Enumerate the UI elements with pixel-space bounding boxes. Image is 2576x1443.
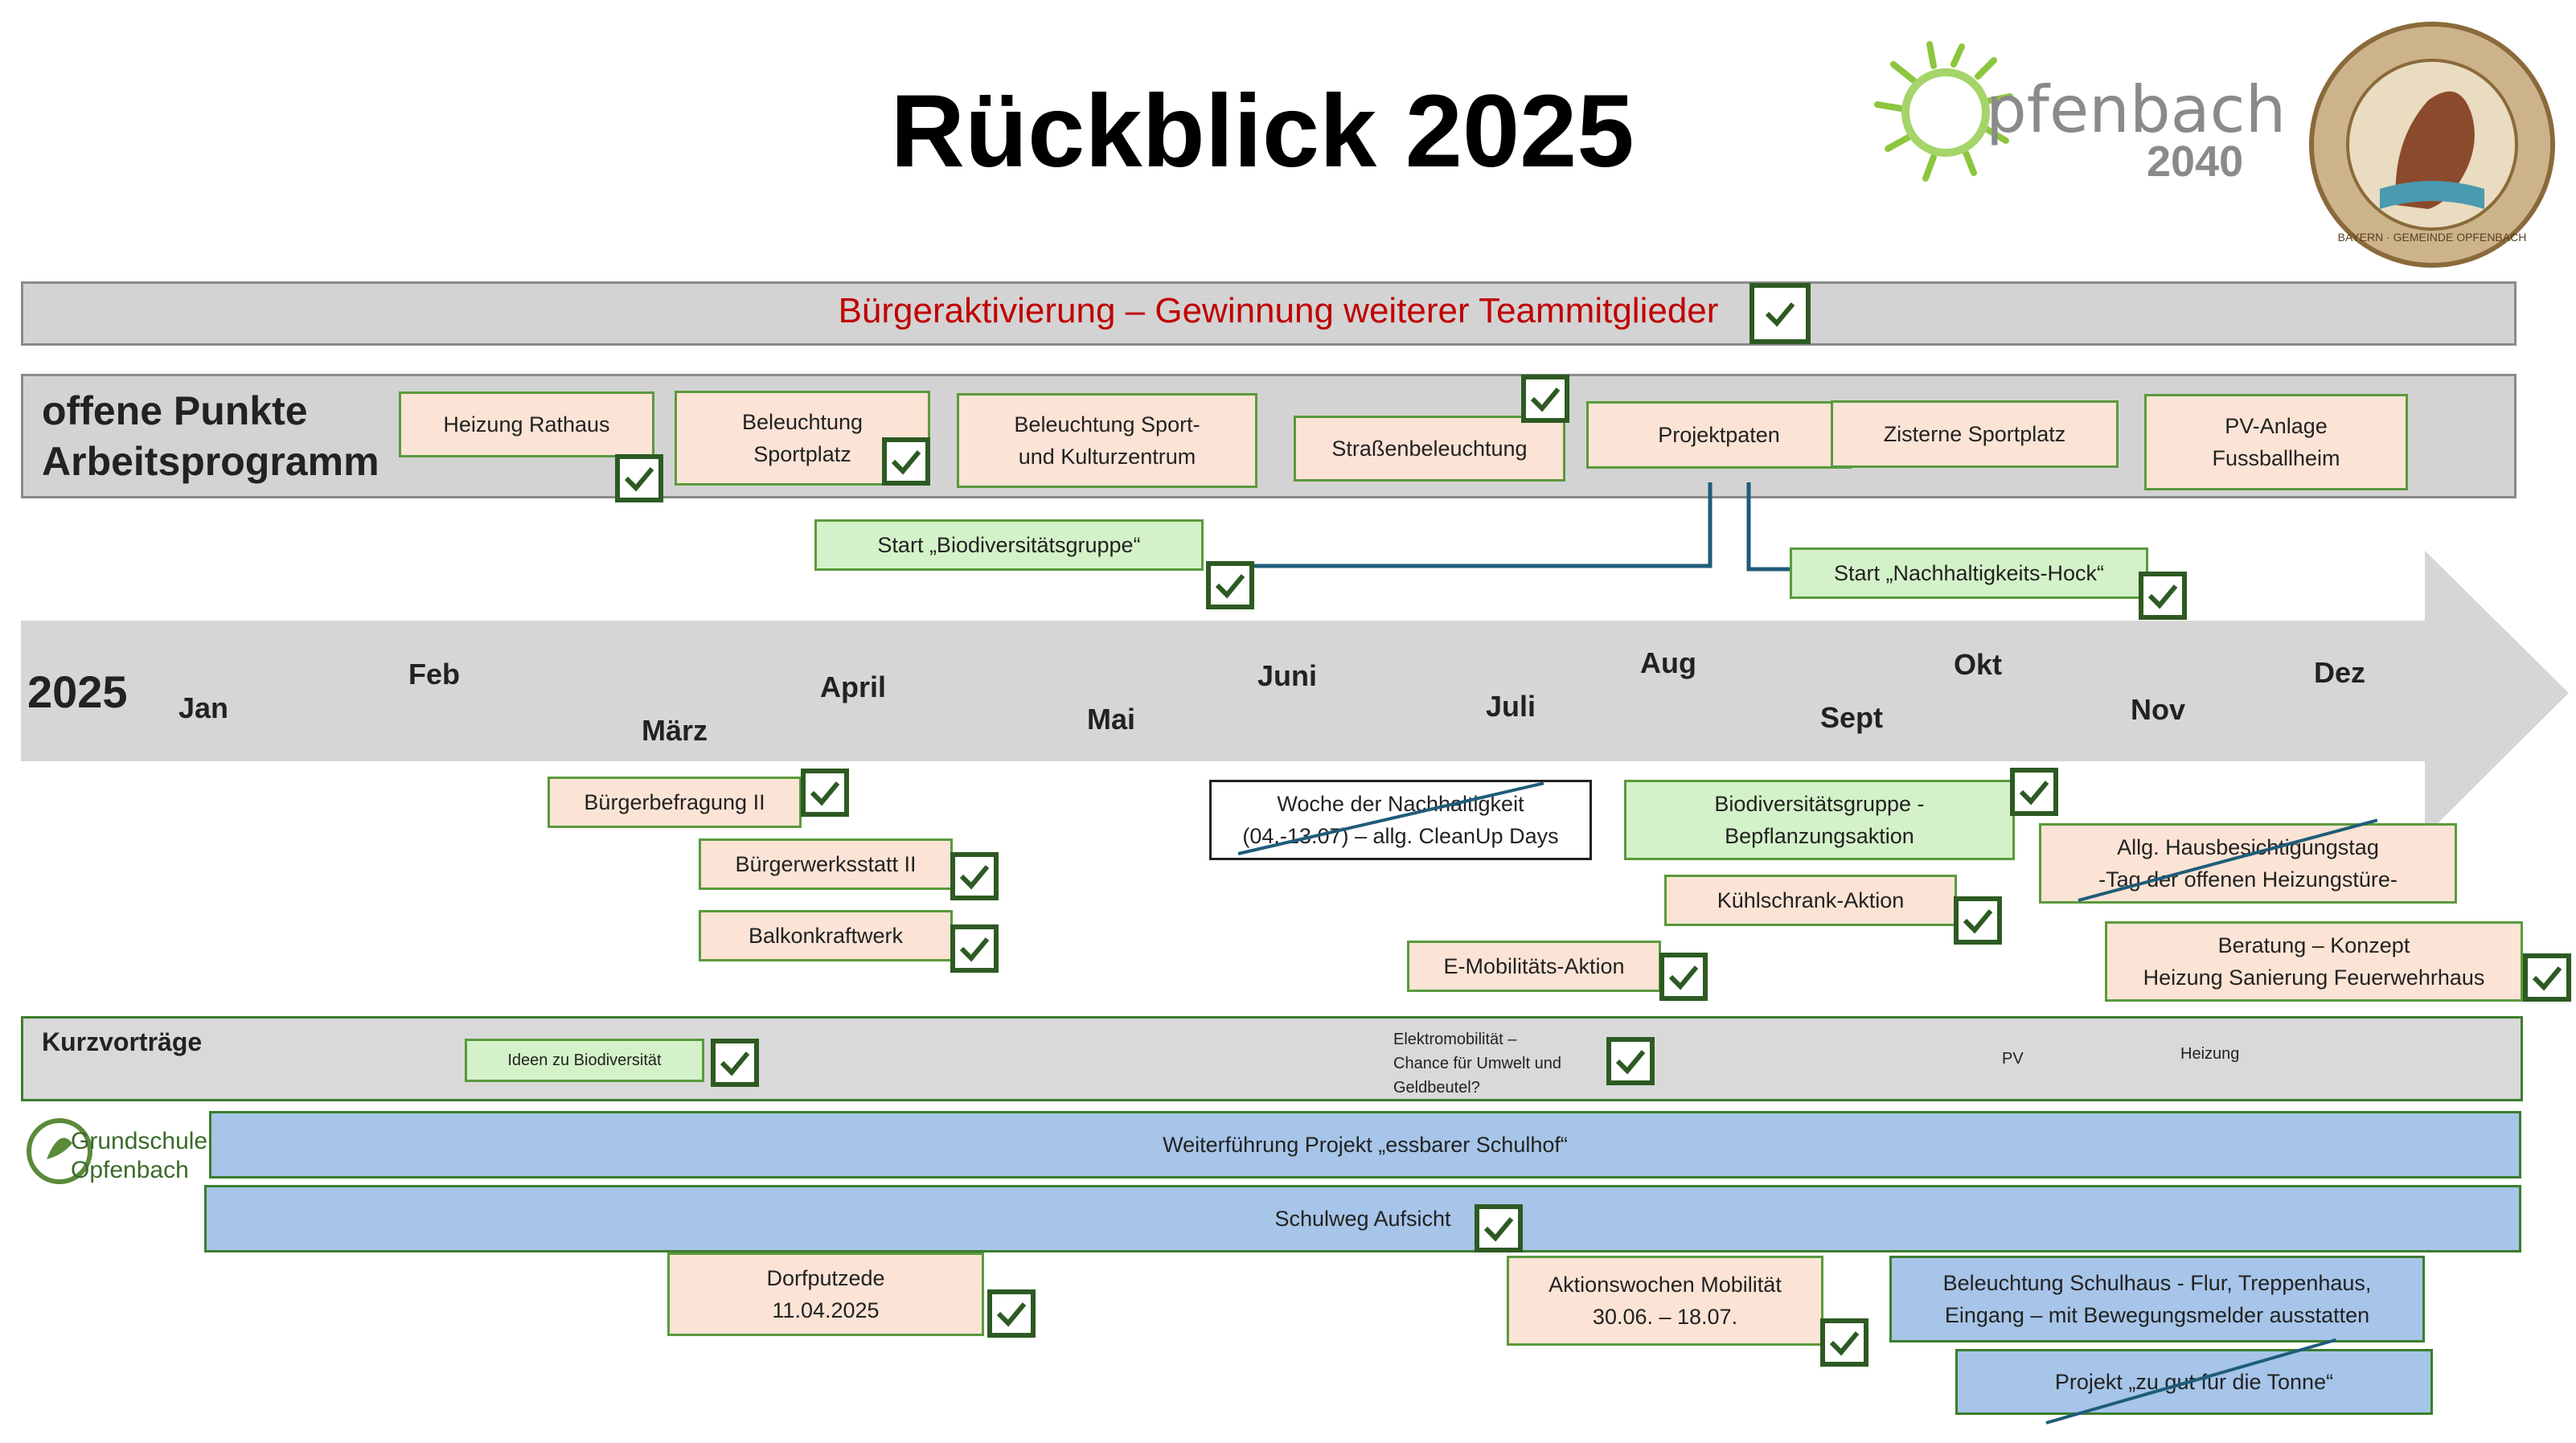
event-e-mobilitaet: E-Mobilitäts-Aktion [1407, 941, 1661, 992]
month-juli: Juli [1486, 690, 1536, 723]
school-essbarer-schulhof: Weiterführung Projekt „essbarer Schulhof… [209, 1111, 2521, 1179]
check-icon [1206, 561, 1254, 609]
check-icon [2010, 768, 2058, 816]
check-icon [1659, 953, 1708, 1001]
month-okt: Okt [1954, 648, 2003, 681]
start-nachhaltigkeits-hock: Start „Nachhaltigkeits-Hock“ [1790, 547, 2148, 599]
month-juni: Juni [1257, 659, 1318, 692]
check-icon [950, 852, 999, 900]
event-kuehlschrank: Kühlschrank-Aktion [1664, 875, 1957, 926]
opfenbach-2040-logo: pfenbach 2040 [1849, 40, 2286, 201]
logo-wordmark: pfenbach [1986, 72, 2287, 147]
sun-icon [1874, 41, 2013, 182]
talk-heizung: Heizung [2180, 1045, 2240, 1063]
check-icon [1475, 1204, 1523, 1252]
month-jan: Jan [178, 691, 229, 724]
banner-row [21, 281, 2517, 346]
check-icon [801, 769, 849, 817]
check-icon [950, 924, 999, 973]
event-biodiversitaetsgruppe-bepflanzung: Biodiversitätsgruppe - Bepflanzungsaktio… [1624, 780, 2015, 860]
banner-text: Bürgeraktivierung – Gewinnung weiterer T… [838, 291, 1719, 330]
bayern-seal-logo: BAYERN · GEMEINDE OPFENBACH [2307, 20, 2557, 269]
month-mai: Mai [1087, 703, 1136, 736]
item-projektpaten: Projektpaten [1586, 401, 1852, 469]
school-schulweg-aufsicht: Schulweg Aufsicht [204, 1185, 2521, 1252]
item-heizung-rathaus: Heizung Rathaus [399, 391, 654, 457]
check-icon [2139, 572, 2187, 620]
check-icon [1606, 1037, 1655, 1085]
check-icon [1521, 375, 1569, 423]
school-leaf-icon [27, 1118, 92, 1184]
event-buergerwerkstatt: Bürgerwerksstatt II [699, 838, 953, 890]
month-maerz: März [642, 714, 708, 747]
month-nov: Nov [2131, 693, 2186, 726]
arbeitsprogramm-label-1: offene Punkte [42, 388, 308, 433]
logo-year: 2040 [2147, 137, 2244, 186]
talk-elektromobilitaet: Elektromobilität – Chance für Umwelt und… [1393, 1031, 1561, 1097]
event-beratung-feuerwehrhaus: Beratung – Konzept Heizung Sanierung Feu… [2105, 921, 2523, 1002]
school-aktionswochen-mobilitaet: Aktionswochen Mobilität 30.06. – 18.07. [1507, 1256, 1823, 1346]
arbeitsprogramm-label-2: Arbeitsprogramm [42, 439, 379, 484]
check-icon [711, 1039, 759, 1087]
school-dorfputzede: Dorfputzede 11.04.2025 [667, 1252, 984, 1336]
event-buergerbefragung: Bürgerbefragung II [548, 777, 802, 828]
month-feb: Feb [408, 658, 461, 691]
item-strassenbeleuchtung: Straßenbeleuchtung [1294, 416, 1565, 482]
month-april: April [820, 670, 887, 703]
seal-icon [2309, 22, 2555, 268]
check-icon [1820, 1318, 1868, 1367]
month-aug: Aug [1640, 646, 1696, 679]
month-dez: Dez [2314, 656, 2366, 689]
grundschule-logo: Grundschule Opfenbach [23, 1111, 209, 1207]
item-zisterne: Zisterne Sportplatz [1831, 400, 2119, 468]
check-icon [1749, 283, 1811, 344]
item-beleuchtung-kultur: Beleuchtung Sport- und Kulturzentrum [957, 393, 1257, 488]
talk-ideen-biodiversitaet: Ideen zu Biodiversität [465, 1039, 704, 1082]
item-pv-anlage: PV-Anlage Fussballheim [2144, 394, 2408, 490]
month-sept: Sept [1820, 701, 1884, 734]
check-icon [987, 1289, 1036, 1338]
talk-pv: PV [2002, 1050, 2024, 1068]
school-logo-text: Grundschule Opfenbach [71, 1128, 208, 1183]
check-icon [882, 437, 930, 486]
timeline-year: 2025 [27, 666, 128, 717]
school-beleuchtung-schulhaus: Beleuchtung Schulhaus - Flur, Treppenhau… [1889, 1256, 2425, 1343]
check-icon [1954, 896, 2002, 945]
start-biodiversitaetsgruppe: Start „Biodiversitätsgruppe“ [814, 519, 1204, 571]
check-icon [615, 454, 663, 502]
kurzvortraege-label: Kurzvorträge [42, 1027, 203, 1056]
kurzvortraege-row [21, 1016, 2523, 1101]
check-icon [2523, 953, 2571, 1002]
seal-text: BAYERN · GEMEINDE OPFENBACH [2337, 231, 2527, 244]
event-balkonkraftwerk: Balkonkraftwerk [699, 910, 953, 961]
page-title: Rückblick 2025 [890, 74, 1635, 189]
